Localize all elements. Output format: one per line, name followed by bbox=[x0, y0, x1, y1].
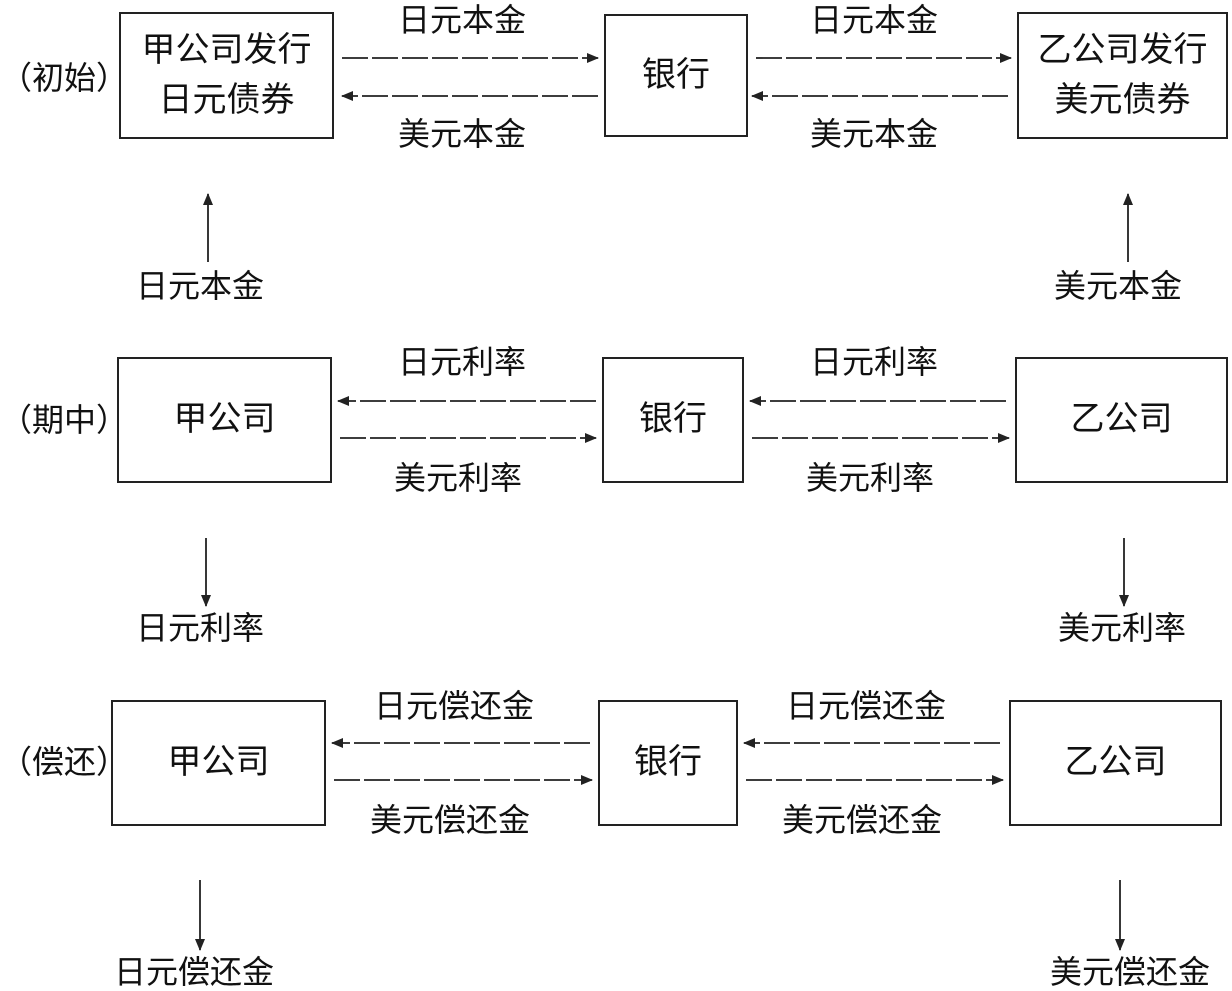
company-b-box-line1: 乙公司发行 bbox=[1037, 30, 1208, 71]
company-b-box-middle: 乙公司 bbox=[1015, 357, 1228, 483]
company-b-usd-bond-box: 乙公司发行 美元债券 bbox=[1017, 12, 1228, 139]
company-a-box-repay: 甲公司 bbox=[111, 700, 326, 826]
row3-bottom-left-label: 美元偿还金 bbox=[370, 801, 531, 839]
company-b-box-middle-label: 乙公司 bbox=[1070, 399, 1173, 440]
phase-label-repay: （偿还） bbox=[0, 743, 129, 781]
row1-bottom-right-label: 美元本金 bbox=[810, 115, 939, 153]
row2-top-right-label: 日元利率 bbox=[810, 343, 939, 381]
bank-box-middle-label: 银行 bbox=[639, 399, 707, 440]
row3-bottom-right-label: 美元偿还金 bbox=[782, 801, 943, 839]
bank-box-repay-label: 银行 bbox=[634, 742, 702, 783]
row2-bottom-left-label: 美元利率 bbox=[394, 459, 523, 497]
row2-bottom-right-label: 美元利率 bbox=[806, 459, 935, 497]
bank-box-initial-label: 银行 bbox=[642, 54, 710, 95]
phase-label-initial: （初始） bbox=[0, 59, 129, 97]
company-b-box-line2: 美元债券 bbox=[1054, 79, 1191, 120]
company-a-box-middle: 甲公司 bbox=[117, 357, 332, 483]
row1-under-left-label: 日元本金 bbox=[136, 267, 265, 305]
company-a-box-repay-label: 甲公司 bbox=[167, 742, 270, 783]
company-a-box-middle-label: 甲公司 bbox=[173, 399, 276, 440]
company-b-box-repay: 乙公司 bbox=[1009, 700, 1222, 826]
bank-box-repay: 银行 bbox=[598, 700, 738, 826]
company-a-box-line1: 甲公司发行 bbox=[141, 30, 312, 71]
row2-under-right-label: 美元利率 bbox=[1058, 609, 1187, 647]
company-b-box-repay-label: 乙公司 bbox=[1064, 742, 1167, 783]
row1-top-right-label: 日元本金 bbox=[810, 1, 939, 39]
company-a-box-line2: 日元债券 bbox=[158, 79, 295, 120]
bank-box-middle: 银行 bbox=[602, 357, 744, 483]
row3-top-left-label: 日元偿还金 bbox=[374, 687, 535, 725]
row1-bottom-left-label: 美元本金 bbox=[398, 115, 527, 153]
row3-under-right-label: 美元偿还金 bbox=[1050, 953, 1211, 991]
row3-under-left-label: 日元偿还金 bbox=[114, 953, 275, 991]
company-a-yen-bond-box: 甲公司发行 日元债券 bbox=[119, 12, 334, 139]
row3-top-right-label: 日元偿还金 bbox=[786, 687, 947, 725]
row2-under-left-label: 日元利率 bbox=[136, 609, 265, 647]
row2-top-left-label: 日元利率 bbox=[398, 343, 527, 381]
phase-label-middle: （期中） bbox=[0, 401, 129, 439]
bank-box-initial: 银行 bbox=[604, 14, 748, 137]
row1-under-right-label: 美元本金 bbox=[1054, 267, 1183, 305]
row1-top-left-label: 日元本金 bbox=[398, 1, 527, 39]
